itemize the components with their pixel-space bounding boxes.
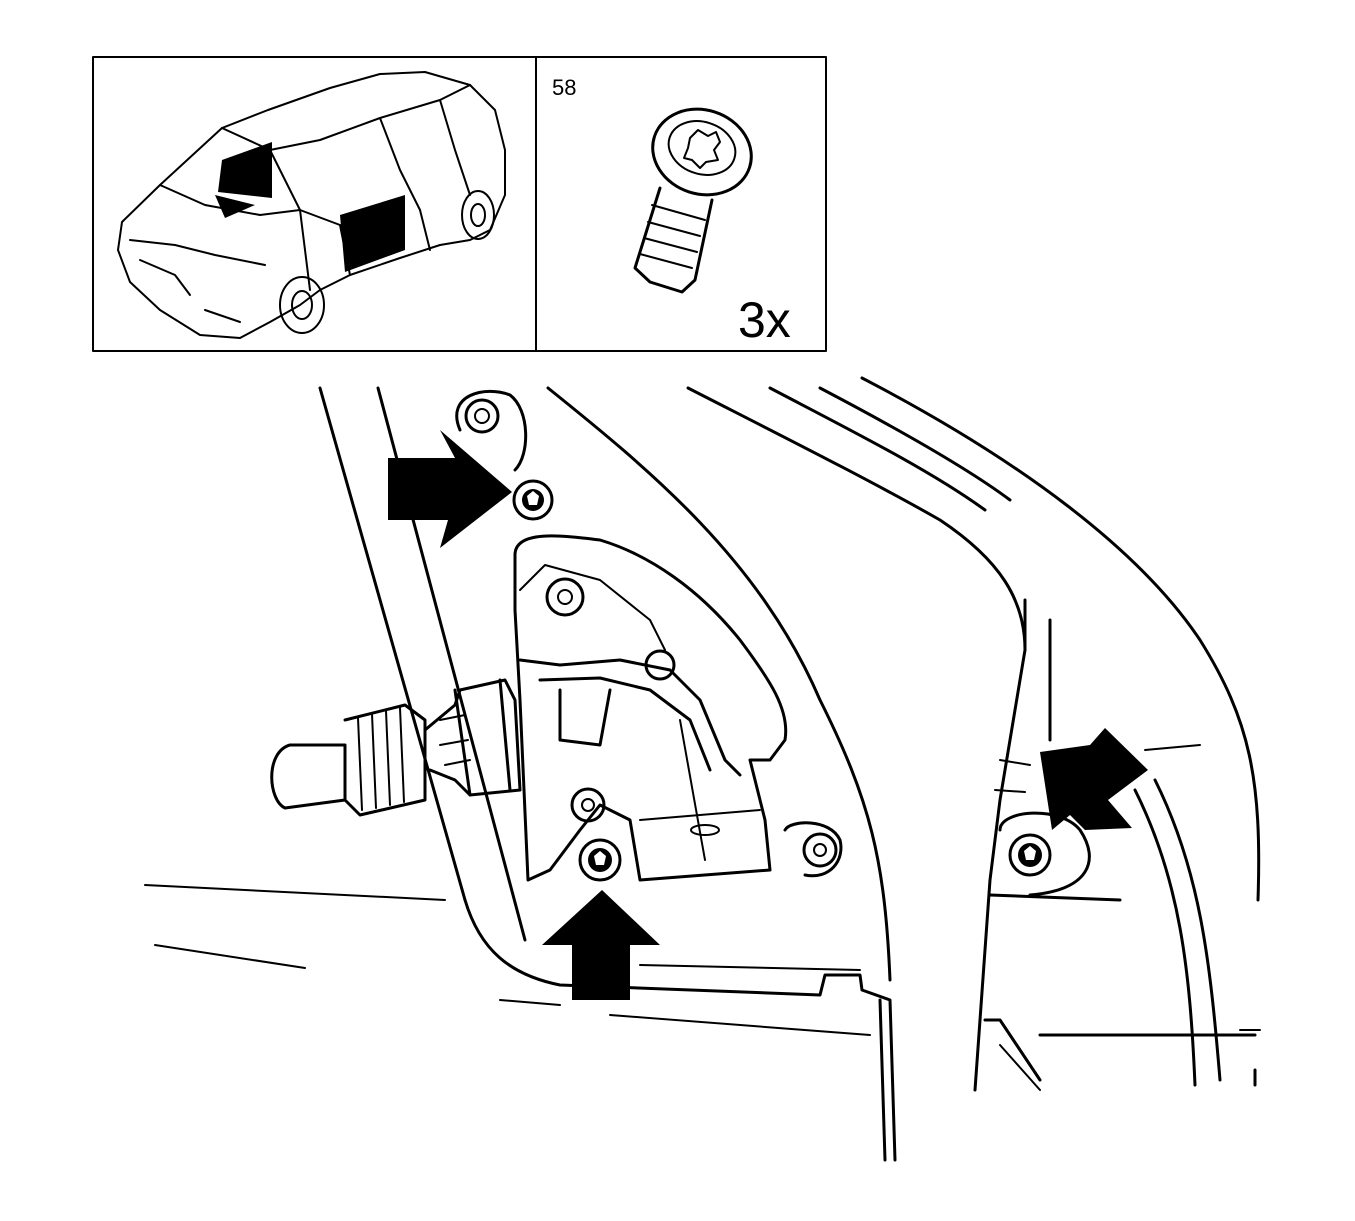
frame-curve-lower: [1133, 788, 1197, 1087]
door-edge-line: [318, 386, 467, 902]
lock-bolt-lower: [570, 787, 606, 823]
vehicle-panel-frame: [92, 56, 537, 352]
frame-detail: [999, 759, 1031, 766]
vehicle-location-icon: [117, 71, 506, 339]
part-number-label: 58: [552, 75, 576, 100]
upper-fixture: [455, 389, 528, 472]
frame-curve-outer: [686, 386, 1027, 652]
callout-arrow-icon: [388, 430, 512, 548]
quantity-label: 3x: [738, 292, 791, 348]
lock-housing-inner: [519, 564, 666, 651]
main-drawing: [144, 376, 1261, 1162]
callout-arrow-icon: [1040, 728, 1148, 830]
door-bottom-edge-inner: [878, 998, 887, 1162]
screw-detail-panel: 58 3x: [535, 56, 827, 352]
lock-rod: [538, 676, 712, 772]
frame-curve-far: [860, 376, 1261, 902]
frame-curve: [768, 386, 987, 512]
frame-post: [973, 598, 1027, 1092]
lock-housing-inner: [679, 719, 706, 861]
frame-bracket: [983, 1018, 1042, 1082]
sill-line: [499, 999, 561, 1006]
frame-line: [988, 893, 1122, 902]
frame-detail: [994, 789, 1026, 793]
sill-line-lower: [154, 944, 306, 969]
sill-line: [639, 964, 861, 971]
sill-line: [609, 1014, 871, 1036]
lock-rod: [518, 658, 742, 777]
cable-connector: [270, 678, 522, 817]
torx-screw-lower: [578, 838, 622, 882]
lock-housing-inner: [639, 809, 761, 821]
frame-bracket: [999, 1044, 1041, 1091]
torx-screw-right: [1008, 833, 1052, 877]
lock-bolt-upper: [545, 577, 585, 617]
lock-housing: [513, 534, 788, 882]
highlight-rear-door: [340, 195, 405, 272]
door-bottom-edge: [463, 898, 897, 1162]
lock-rod-clip: [558, 688, 612, 747]
lock-slot: [690, 824, 720, 836]
callout-arrow-icon: [542, 890, 660, 1000]
frame-curve: [818, 386, 1012, 502]
screw-panel-frame: [535, 56, 827, 352]
torx-screw-icon: [633, 107, 753, 294]
highlight-mirror: [215, 195, 255, 218]
vehicle-locator-panel: [92, 56, 537, 352]
frame-boss: [998, 811, 1091, 897]
right-fixture: [783, 821, 843, 878]
highlight-front-pillar: [218, 142, 272, 198]
frame-detail: [1144, 744, 1201, 751]
b-pillar-curve: [546, 386, 892, 982]
torx-screw-upper: [512, 479, 554, 521]
sill-line: [144, 884, 446, 901]
